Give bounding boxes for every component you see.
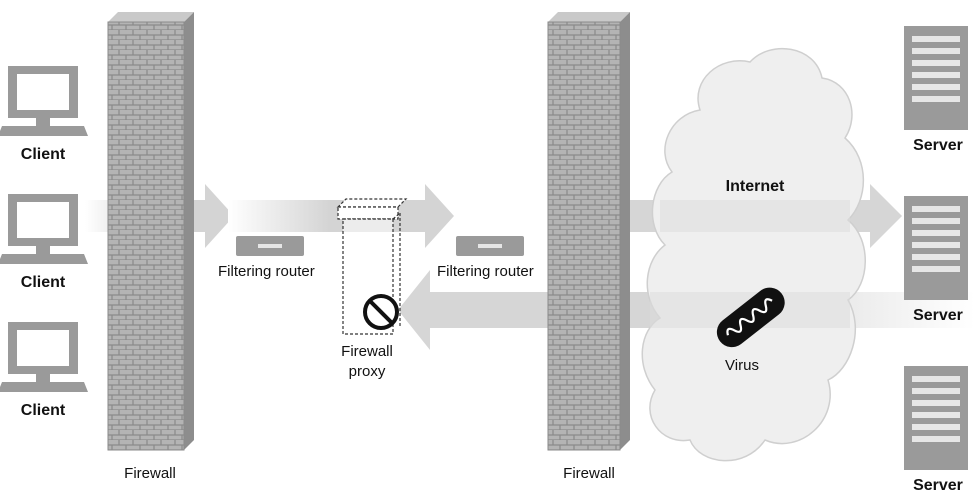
client-label: Client — [20, 274, 66, 291]
client-label: Client — [20, 402, 66, 419]
server-tower-icon — [904, 26, 968, 130]
server-tower-icon — [904, 196, 968, 300]
server-label: Server — [913, 307, 963, 324]
client-monitor-icon — [0, 66, 88, 136]
server-tower-icon — [904, 366, 968, 470]
internet-label: Internet — [725, 178, 785, 195]
server-label: Server — [913, 477, 963, 494]
virus-label: Virus — [725, 357, 759, 374]
server-label: Server — [913, 137, 963, 154]
virus-icon — [716, 287, 785, 348]
client-monitor-icon — [0, 194, 88, 264]
firewall-proxy-label-line1: Firewall — [341, 343, 393, 360]
router-icon — [456, 236, 524, 256]
router-icon — [236, 236, 304, 256]
brick-wall-icon — [107, 12, 194, 451]
filtering-router-left-label: Filtering router — [218, 263, 315, 280]
client-label: Client — [20, 146, 66, 163]
client-monitor-icon — [0, 322, 88, 392]
firewall-proxy-label-line2: proxy — [348, 363, 386, 380]
brick-wall-icon — [547, 12, 630, 451]
cloud-icon — [641, 48, 866, 462]
firewall-right-label: Firewall — [563, 465, 615, 482]
filtering-router-right-label: Filtering router — [437, 263, 534, 280]
no-entry-icon — [363, 294, 399, 330]
firewall-left-label: Firewall — [124, 465, 176, 482]
